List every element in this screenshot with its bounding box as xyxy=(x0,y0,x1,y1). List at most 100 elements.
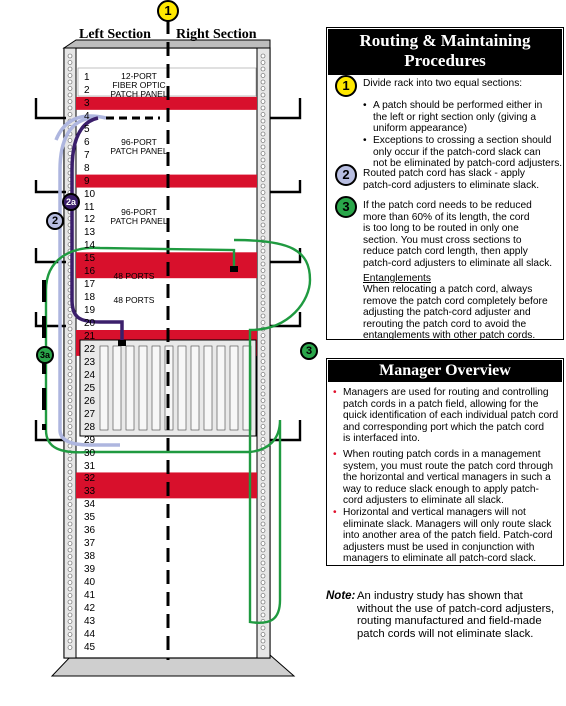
rail-hole xyxy=(260,300,266,306)
chassis-card xyxy=(216,345,226,431)
rack-unit-number: 30 xyxy=(84,447,96,459)
rack-unit-number: 31 xyxy=(84,460,96,472)
rail-hole xyxy=(260,508,266,514)
rack-unit-number: 15 xyxy=(84,253,96,265)
rail-hole xyxy=(260,105,266,111)
bracket-left-1 xyxy=(34,98,66,120)
rack-unit-number: 26 xyxy=(84,395,96,407)
rail-hole xyxy=(260,177,266,182)
rail-hole xyxy=(260,625,266,631)
rail-hole xyxy=(260,534,266,540)
rail-hole xyxy=(260,157,266,163)
rail-hole xyxy=(260,53,266,59)
rail-hole xyxy=(67,430,73,436)
manager-bullet-3-line2: eliminate slack. Managers will only rout… xyxy=(343,518,552,530)
rail-hole xyxy=(67,333,73,338)
manager-bullet-1-text: Managers are used for routing and contro… xyxy=(343,387,558,445)
rail-hole xyxy=(67,560,73,566)
rail-hole xyxy=(67,625,73,631)
step-3-line2: more than 60% of its length, the cord xyxy=(363,211,530,223)
rack-unit-number: 41 xyxy=(84,590,96,601)
rail-hole xyxy=(260,190,266,195)
rail-hole xyxy=(67,60,73,65)
rail-hole xyxy=(260,521,266,527)
rail-hole xyxy=(260,612,266,618)
step-1-badge: 1 xyxy=(335,75,357,97)
manager-bullet-1: • xyxy=(333,387,337,398)
rack-unit-number: 27 xyxy=(84,408,96,420)
rail-hole xyxy=(260,73,266,78)
step-1-bullet-2: • xyxy=(363,135,367,146)
rail-hole xyxy=(260,606,266,611)
step-2-text: Routed patch cord has slack - apply patc… xyxy=(363,168,539,191)
rail-hole xyxy=(67,495,73,501)
cable-management-brackets xyxy=(34,98,302,442)
rail-hole xyxy=(260,502,266,507)
rail-hole xyxy=(260,144,266,150)
manager-panel-header: Manager Overview xyxy=(328,360,562,382)
rail-hole xyxy=(260,79,266,85)
rack-unit-number: 17 xyxy=(84,279,96,291)
rail-hole xyxy=(260,417,266,423)
rack-unit-number: 23 xyxy=(84,356,96,368)
rail-hole xyxy=(260,66,266,72)
step-1-bullet-2-text: Exceptions to crossing a section should … xyxy=(373,135,562,170)
rail-hole xyxy=(67,619,73,624)
rail-hole xyxy=(260,333,266,338)
rail-hole xyxy=(260,365,266,371)
rack-diagram xyxy=(34,20,312,677)
step-2-line1: Routed patch cord has slack - apply xyxy=(363,168,525,179)
rail-hole xyxy=(260,222,266,228)
rail-hole xyxy=(67,573,73,579)
rail-hole xyxy=(260,476,266,481)
chassis-card xyxy=(99,345,109,431)
rack-unit-number: 40 xyxy=(84,577,96,589)
callout-3-badge: 3 xyxy=(300,342,318,360)
rack-unit-number: 20 xyxy=(84,318,96,330)
rail-hole xyxy=(260,235,266,241)
manager-bullet-2-text: When routing patch cords in a management… xyxy=(343,449,553,507)
chassis-card xyxy=(138,345,148,431)
chassis-cards xyxy=(99,345,252,431)
rack-unit-number: 43 xyxy=(84,615,96,627)
manager-bullet-3-text: Horizontal and vertical managers will no… xyxy=(343,507,553,565)
rack-unit-number: 4 xyxy=(84,110,90,122)
rail-hole xyxy=(260,580,266,585)
rail-hole xyxy=(67,346,73,351)
rail-hole xyxy=(67,632,73,637)
rail-hole xyxy=(67,521,73,527)
rail-hole xyxy=(67,567,73,572)
rail-hole xyxy=(67,469,73,475)
rail-hole xyxy=(260,287,266,293)
step-3-text: If the patch cord needs to be reduced mo… xyxy=(363,200,552,270)
bracket-right-2 xyxy=(270,180,302,194)
96-port-panel-b-line2: PATCH PANEL xyxy=(110,216,168,226)
fiber-panel-line1: 12-PORT xyxy=(121,71,157,81)
bracket-right-5 xyxy=(270,420,302,442)
rail-hole xyxy=(67,424,73,429)
rail-hole xyxy=(67,359,73,364)
entanglements-line4: rerouting the patch cord to avoid the xyxy=(363,318,527,330)
entanglements-heading: Entanglements xyxy=(363,273,431,284)
rail-hole xyxy=(260,404,266,410)
rail-hole xyxy=(67,92,73,98)
rail-hole xyxy=(260,385,266,390)
rail-hole xyxy=(67,66,73,72)
chassis-card xyxy=(112,345,122,431)
entanglements-line3: adjusting the patch-cord adjuster and xyxy=(363,307,531,319)
note-text: An industry study has shown that without… xyxy=(357,590,554,640)
rail-hole xyxy=(260,567,266,572)
rail-hole xyxy=(260,320,266,325)
rail-hole xyxy=(260,313,266,319)
bracket-right-4 xyxy=(270,312,302,328)
manager-bullet-3-line5: managers to eliminate all patch-cord sla… xyxy=(343,553,537,565)
step-3-badge: 3 xyxy=(335,196,357,218)
rack-unit-number: 42 xyxy=(84,602,96,614)
rail-hole xyxy=(67,528,73,533)
rail-hole xyxy=(260,281,266,286)
rail-hole xyxy=(260,125,266,130)
manager-bullet-1-line4: and corresponding port which the patch c… xyxy=(343,421,545,433)
rail-hole xyxy=(260,151,266,156)
rail-hole xyxy=(67,541,73,546)
step-1-bullet-2-line3: not be eliminated by patch-cord adjuster… xyxy=(373,158,563,170)
